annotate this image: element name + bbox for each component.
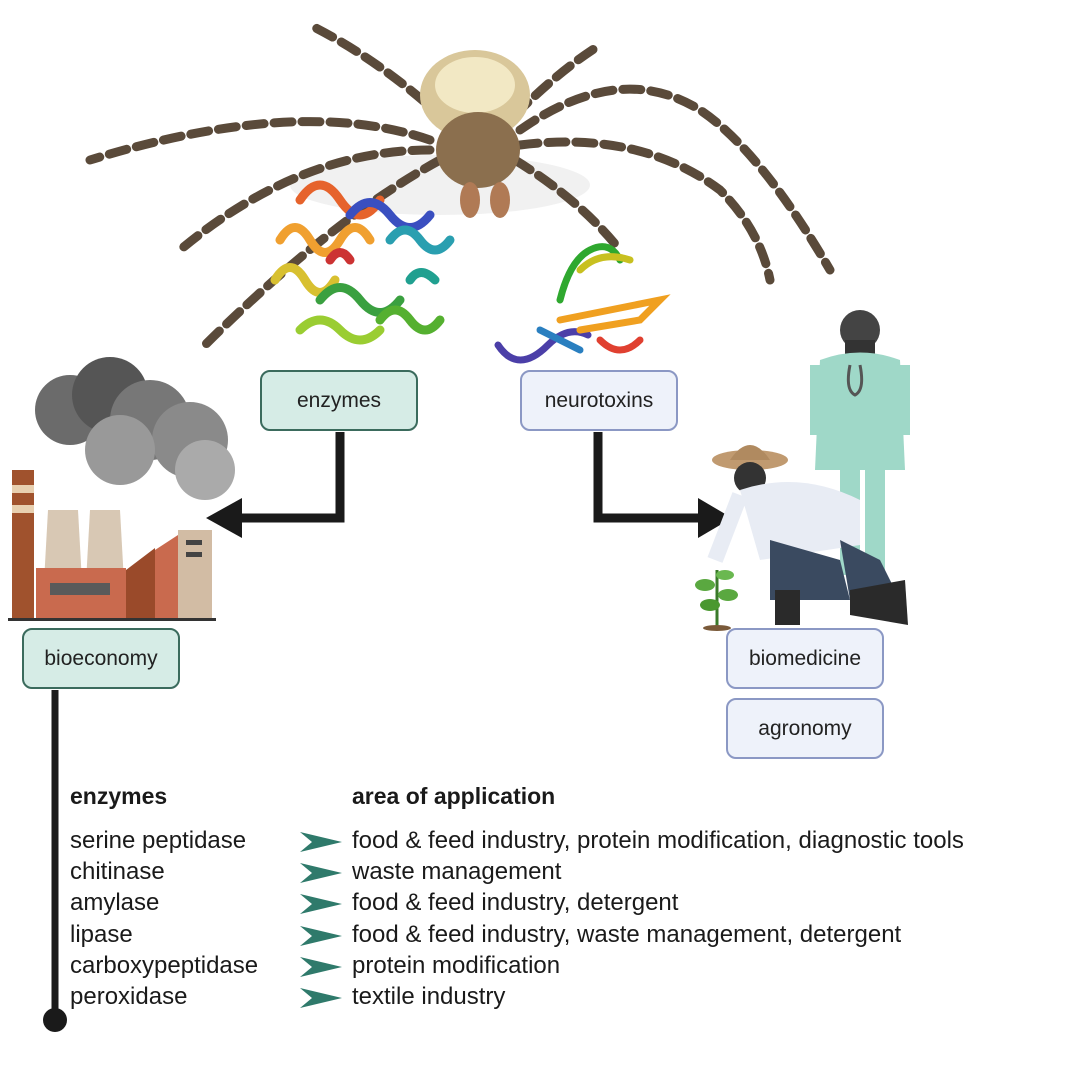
agronomy-box: agronomy xyxy=(726,698,884,759)
list-item-enzyme: lipase xyxy=(70,920,133,948)
list-item-enzyme: carboxypeptidase xyxy=(70,951,259,979)
list-item-enzyme: chitinase xyxy=(70,858,165,886)
list-item-application: protein modification xyxy=(352,951,561,979)
list-item-application: food & feed industry, protein modificati… xyxy=(352,827,964,854)
list-item-application: food & feed industry, detergent xyxy=(352,889,679,917)
biomedicine-box: biomedicine xyxy=(726,628,884,689)
bioeconomy-box: bioeconomy xyxy=(22,628,180,689)
plant-icon xyxy=(695,570,738,631)
enzyme-list: serine peptidase chitinase amylase lipas… xyxy=(70,825,258,1012)
list-item-application: food & feed industry, waste management, … xyxy=(352,920,902,948)
chevron-right-icon xyxy=(300,832,342,852)
chevron-right-icon xyxy=(300,894,342,914)
farmer-icon xyxy=(707,445,908,625)
table-header-application: area of application xyxy=(352,783,556,809)
list-item-enzyme: peroxidase xyxy=(70,983,188,1011)
application-list: food & feed industry, protein modificati… xyxy=(352,825,964,1012)
chevron-right-icon xyxy=(300,988,342,1008)
neurotoxins-box: neurotoxins xyxy=(520,370,678,431)
list-item-application: waste management xyxy=(352,858,562,886)
connector-arrows xyxy=(43,432,732,1032)
list-item-enzyme: amylase xyxy=(70,889,160,917)
enzyme-protein-structure xyxy=(270,180,455,345)
chevron-right-icon xyxy=(300,957,342,977)
table-header-enzymes: enzymes xyxy=(70,783,168,809)
list-item-application: textile industry xyxy=(352,983,506,1011)
chevron-right-icon xyxy=(300,863,342,883)
enzymes-box: enzymes xyxy=(260,370,418,431)
neurotoxin-protein-structure xyxy=(494,243,671,364)
doctor-icon xyxy=(810,310,910,575)
factory-icon xyxy=(8,357,235,621)
chevron-right-icon xyxy=(300,926,342,946)
list-item-enzyme: serine peptidase xyxy=(70,827,247,854)
